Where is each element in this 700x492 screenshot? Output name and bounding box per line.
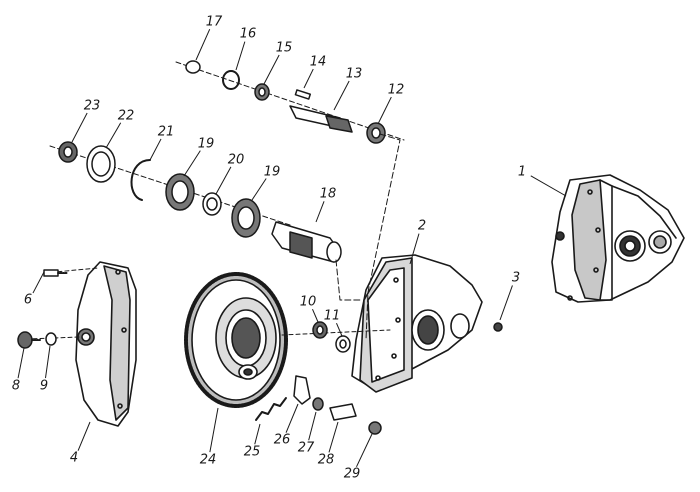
part-6-bolt [43, 269, 59, 277]
leader-line-11 [336, 322, 343, 337]
leader-line-26 [285, 403, 299, 433]
part-label-19: 19 [198, 137, 215, 152]
leader-line-3 [499, 285, 513, 321]
leader-line-2 [409, 233, 420, 265]
part-28-pin [329, 403, 357, 421]
leader-line-13 [333, 80, 350, 111]
part-14-key [294, 89, 312, 100]
part-label-6: 6 [24, 293, 32, 308]
part-label-13: 13 [346, 67, 363, 82]
part-17-washer [185, 60, 201, 74]
routing-lines [335, 133, 401, 341]
part-8-plug [17, 331, 33, 349]
leader-line-17 [195, 29, 211, 61]
leader-line-28 [328, 421, 339, 453]
leader-line-18 [315, 201, 325, 223]
leader-lines [17, 29, 567, 468]
leader-line-24 [209, 407, 219, 453]
part-label-25: 25 [244, 445, 261, 460]
leader-line-6 [32, 271, 45, 294]
part-label-9: 9 [40, 379, 48, 394]
part-16-circlip [222, 70, 240, 90]
part-label-28: 28 [318, 453, 335, 468]
part-label-22: 22 [118, 109, 135, 124]
part-label-11: 11 [324, 309, 341, 324]
part-label-26: 26 [274, 433, 291, 448]
part-label-23: 23 [84, 99, 101, 114]
part-label-10: 10 [300, 295, 317, 310]
leader-line-25 [254, 423, 261, 445]
part-label-14: 14 [310, 55, 327, 70]
leader-line-27 [308, 411, 317, 441]
part-24-ring-gear [184, 272, 288, 408]
part-label-24: 24 [200, 453, 217, 468]
leader-line-9 [44, 345, 51, 379]
part-label-29: 29 [344, 467, 361, 482]
part-label-27: 27 [298, 441, 315, 456]
part-2-housing [351, 254, 483, 393]
leader-line-22 [105, 122, 122, 149]
leader-line-10 [312, 308, 319, 323]
part-4-cover [75, 261, 137, 427]
leader-line-12 [377, 96, 392, 125]
part-3-plug [493, 322, 503, 332]
leader-line-19 [183, 150, 201, 177]
leader-line-20 [215, 166, 232, 195]
part-label-17: 17 [206, 15, 223, 30]
upper-shaft-assembly [175, 60, 405, 144]
part-label-19: 19 [264, 165, 281, 180]
part-label-8: 8 [12, 379, 20, 394]
part-label-16: 16 [240, 27, 257, 42]
part-label-1: 1 [518, 165, 526, 180]
part-9-washer [45, 332, 57, 346]
part-1-gear-housing [551, 174, 685, 303]
part-label-3: 3 [512, 271, 520, 286]
leader-line-4 [77, 421, 91, 451]
left-small-parts [17, 267, 99, 349]
leader-line-23 [71, 112, 88, 143]
part-29-nut [368, 421, 382, 435]
leader-line-21 [149, 138, 162, 161]
part-label-21: 21 [158, 125, 175, 140]
leader-line-15 [263, 54, 280, 85]
part-label-18: 18 [320, 187, 337, 202]
part-27-washer [312, 397, 324, 411]
middle-shaft-assembly [49, 141, 342, 263]
leader-line-1 [530, 175, 567, 197]
part-label-12: 12 [388, 83, 405, 98]
part-label-4: 4 [70, 451, 78, 466]
part-label-15: 15 [276, 41, 293, 56]
part-label-2: 2 [418, 219, 426, 234]
leader-line-8 [17, 347, 25, 379]
part-25-spring [255, 397, 287, 421]
part-26-lever [293, 375, 311, 405]
leader-line-29 [356, 433, 373, 468]
part-21-circlip [130, 159, 151, 201]
part-label-20: 20 [228, 153, 245, 168]
leader-line-16 [235, 41, 246, 71]
leader-line-14 [303, 68, 314, 89]
leader-line-19 [251, 178, 267, 201]
lower-small-parts [255, 321, 503, 435]
